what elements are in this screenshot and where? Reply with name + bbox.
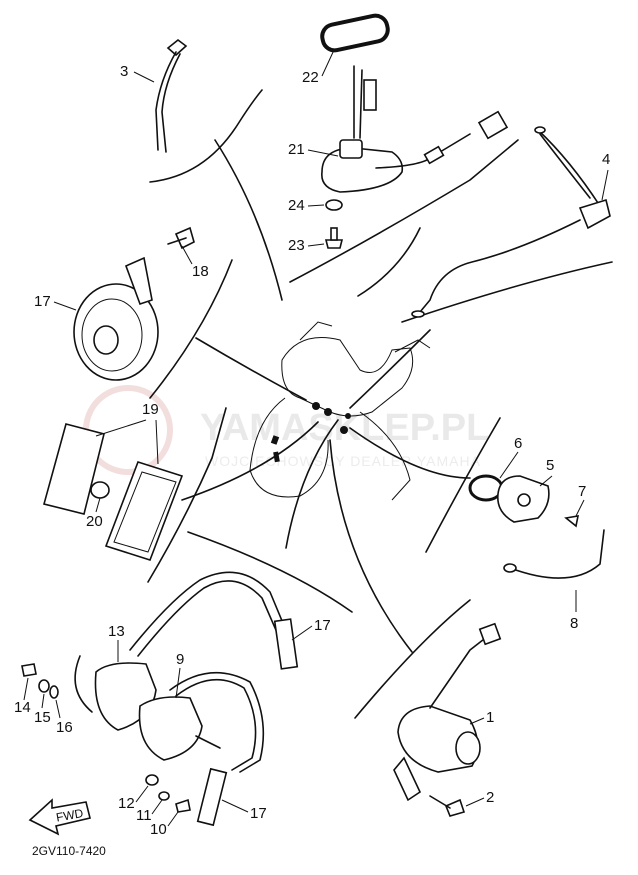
part-21-nut — [90, 481, 110, 499]
part-23-gasket — [320, 13, 390, 53]
part-2-screw — [429, 795, 466, 817]
callout-2: 2 — [486, 789, 494, 806]
callout-20: 19 — [142, 401, 159, 418]
callout-21: 20 — [86, 513, 103, 530]
part-10-bolt — [175, 798, 191, 813]
callout-17-upper: 17 — [314, 617, 331, 634]
watermark: YAMASKLEP.PL WOJCIECHOWSCY DEALER YAMAHA — [83, 385, 489, 475]
part-14-bolt — [21, 663, 37, 677]
callout-5: 5 — [546, 457, 554, 474]
part-22-fuel-sender — [321, 65, 509, 193]
group-separators — [147, 89, 613, 719]
fwd-label: FWD — [55, 806, 85, 825]
part-17-plug-lead-upper — [129, 571, 299, 670]
callout-9: 9 — [176, 651, 184, 668]
part-12-nut — [145, 774, 159, 786]
frame-outline — [249, 321, 431, 501]
callout-19: 18 — [192, 263, 209, 280]
callout-11: 11 — [136, 807, 152, 824]
part-5-switch — [497, 475, 550, 523]
part-15-washer — [38, 679, 50, 693]
part-25-nut — [325, 199, 343, 211]
callouts: 3 22 21 24 23 4 18 17 19 20 6 5 7 8 17 1… — [14, 49, 610, 838]
callout-8: 8 — [570, 615, 578, 632]
part-4-lead-wire — [411, 126, 611, 318]
part-11-washer — [158, 791, 170, 801]
part-8-ground-lead — [503, 529, 605, 579]
callout-13: 13 — [108, 623, 125, 640]
callout-3: 3 — [120, 63, 128, 80]
callout-23: 22 — [302, 69, 319, 86]
callout-10: 10 — [150, 821, 167, 838]
figure-code: 2GV110-7420 — [32, 844, 106, 858]
callout-12: 12 — [118, 795, 135, 812]
callout-1: 1 — [486, 709, 494, 726]
part-18-horn — [73, 256, 159, 381]
part-3-sender-lead — [155, 38, 188, 153]
watermark-subtitle: WOJCIECHOWSCY DEALER YAMAHA — [205, 453, 481, 469]
callout-22: 21 — [288, 141, 305, 158]
callout-24: 23 — [288, 237, 305, 254]
callout-15: 15 — [34, 709, 51, 726]
part-7-screw — [564, 515, 580, 528]
callout-17-lower: 17 — [250, 805, 267, 822]
callout-18: 17 — [34, 293, 51, 310]
callout-6: 6 — [514, 435, 522, 452]
part-17-plug-lead-lower — [169, 671, 265, 827]
callout-16: 16 — [56, 719, 73, 736]
fwd-arrow-icon: FWD — [28, 798, 91, 836]
part-20-reflectors — [43, 423, 184, 561]
callout-14: 14 — [14, 699, 31, 716]
part-9-ignition-coil — [138, 696, 221, 761]
callout-7: 7 — [578, 483, 586, 500]
part-19-bolt — [167, 226, 195, 250]
callout-4: 4 — [602, 151, 610, 168]
callout-25: 24 — [288, 197, 305, 214]
part-24-screw — [324, 227, 344, 249]
part-16-washer — [49, 685, 59, 699]
part-1-relay — [393, 622, 502, 802]
leader-lines — [181, 139, 471, 653]
